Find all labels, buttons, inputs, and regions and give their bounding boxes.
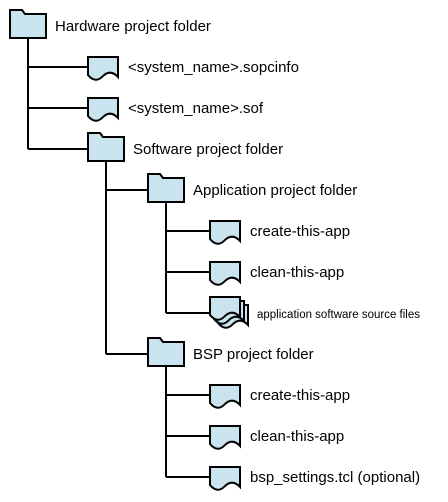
folder-node-software-project-folder: Software project folder: [87, 132, 283, 162]
file-node-create-this-app: create-this-app: [209, 220, 350, 245]
file-node-bsp-settings-tcl-optional: bsp_settings.tcl (optional): [209, 466, 420, 491]
folder-icon: [9, 9, 47, 39]
file-icon: [87, 97, 119, 122]
file-node-application-software-source-files: application software source files: [209, 296, 420, 329]
folder-icon: [87, 132, 125, 162]
tree-connectors: [27, 38, 210, 478]
node-label: BSP project folder: [193, 346, 314, 363]
file-icon: [87, 56, 119, 81]
file-node-clean-this-app: clean-this-app: [209, 261, 344, 286]
node-label: application software source files: [257, 309, 420, 321]
file-node-clean-this-app: clean-this-app: [209, 425, 344, 450]
file-icon: [209, 466, 241, 491]
file-icon: [209, 384, 241, 409]
node-label: clean-this-app: [250, 428, 344, 445]
folder-icon: [147, 337, 185, 367]
folder-node-hardware-project-folder: Hardware project folder: [9, 9, 211, 39]
node-label: Software project folder: [133, 141, 283, 158]
node-label: Application project folder: [193, 182, 357, 199]
file-node-system-name-sopcinfo: <system_name>.sopcinfo: [87, 56, 299, 81]
tree-nodes: Hardware project folder <system_name>.sop…: [9, 9, 420, 491]
folder-icon: [147, 173, 185, 203]
node-label: Hardware project folder: [55, 18, 211, 35]
node-label: clean-this-app: [250, 264, 344, 281]
multiple-files-icon: [209, 296, 249, 329]
file-node-create-this-app: create-this-app: [209, 384, 350, 409]
node-label: <system_name>.sopcinfo: [128, 59, 299, 76]
node-label: <system_name>.sof: [128, 100, 264, 117]
file-icon: [209, 220, 241, 245]
node-label: create-this-app: [250, 223, 350, 240]
file-icon: [209, 425, 241, 450]
node-label: bsp_settings.tcl (optional): [250, 469, 420, 486]
file-icon: [209, 261, 241, 286]
file-node-system-name-sof: <system_name>.sof: [87, 97, 264, 122]
node-label: create-this-app: [250, 387, 350, 404]
folder-node-application-project-folder: Application project folder: [147, 173, 357, 203]
folder-node-bsp-project-folder: BSP project folder: [147, 337, 314, 367]
